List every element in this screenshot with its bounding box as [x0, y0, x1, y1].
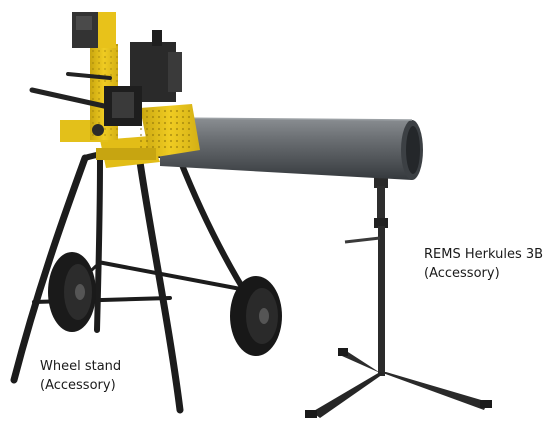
wheel-stand-caption-line1: Wheel stand: [40, 359, 122, 374]
steel-pipe: [159, 117, 423, 180]
wheel-stand-caption: Wheel stand (Accessory): [40, 357, 121, 395]
herkules-caption-line2: (Accessory): [424, 266, 500, 281]
herkules-stand: [305, 176, 492, 418]
herkules-caption: REMS Herkules 3B (Accessory): [424, 245, 543, 283]
wheel-right: [230, 276, 282, 356]
herkules-caption-line1: REMS Herkules 3B: [424, 247, 544, 262]
wheel-stand-caption-line2: (Accessory): [40, 378, 116, 393]
machine-body: [29, 12, 200, 168]
wheel-left: [48, 252, 96, 332]
